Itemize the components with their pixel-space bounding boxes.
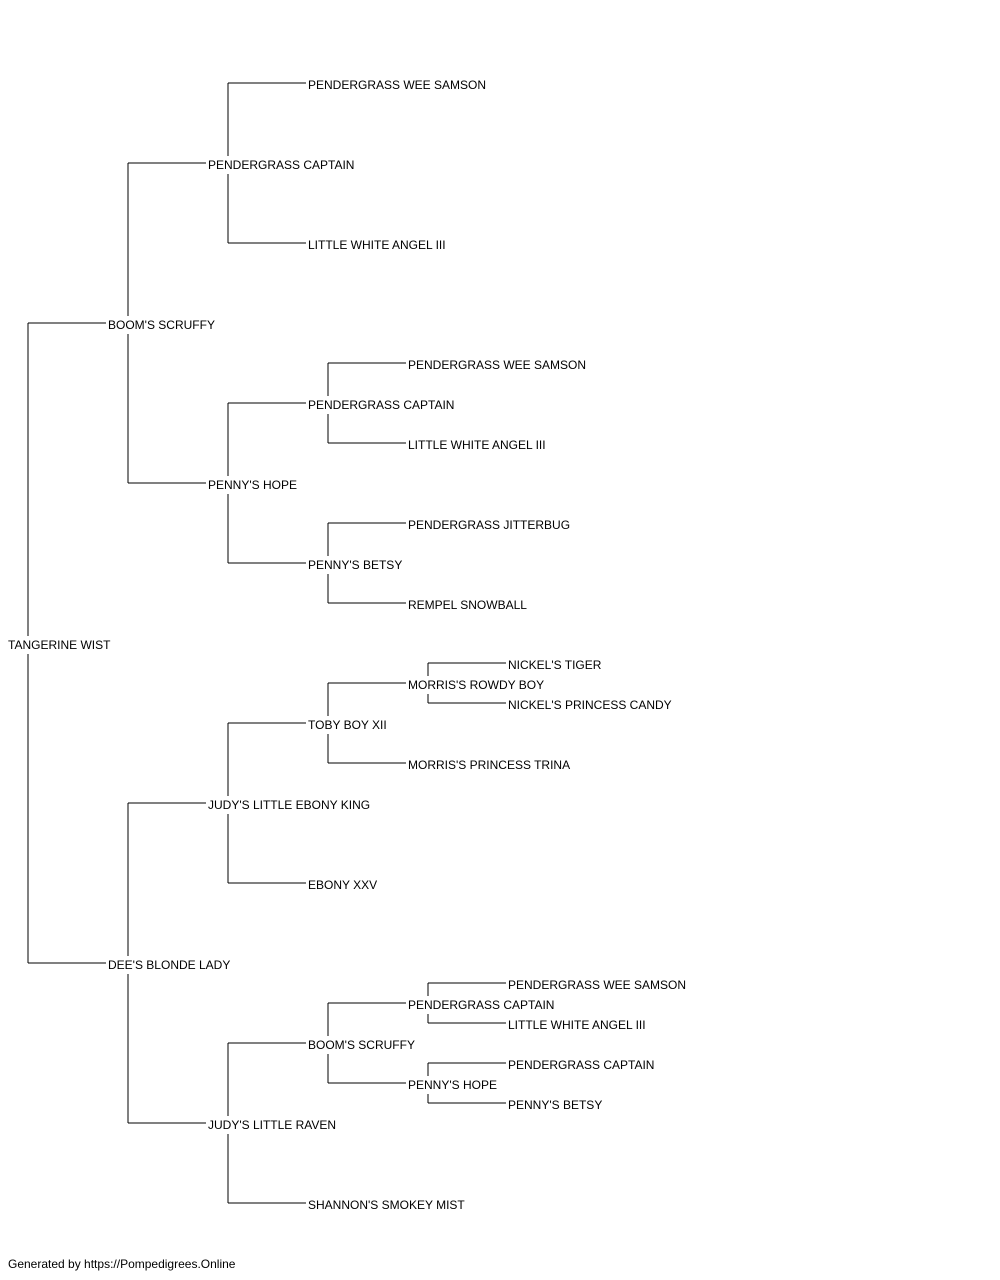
pedigree-node-d.s.s.s[interactable]: MORRIS'S ROWDY BOY: [408, 678, 544, 692]
pedigree-node-d[interactable]: DEE'S BLONDE LADY: [108, 958, 230, 972]
pedigree-node-s[interactable]: BOOM'S SCRUFFY: [108, 318, 215, 332]
pedigree-node-d.d.s[interactable]: BOOM'S SCRUFFY: [308, 1038, 415, 1052]
pedigree-node-d.s.s.s.s[interactable]: NICKEL'S TIGER: [508, 658, 602, 672]
pedigree-node-d.d.s.d[interactable]: PENNY'S HOPE: [408, 1078, 497, 1092]
pedigree-node-d.s.s.d[interactable]: MORRIS'S PRINCESS TRINA: [408, 758, 570, 772]
pedigree-node-d.d.s.s.d[interactable]: LITTLE WHITE ANGEL III: [508, 1018, 646, 1032]
pedigree-node-s.d.s.d[interactable]: LITTLE WHITE ANGEL III: [408, 438, 546, 452]
pedigree-node-s.d.d.s[interactable]: PENDERGRASS JITTERBUG: [408, 518, 570, 532]
pedigree-node-s.d.d[interactable]: PENNY'S BETSY: [308, 558, 402, 572]
pedigree-node-s.s.d[interactable]: LITTLE WHITE ANGEL III: [308, 238, 446, 252]
pedigree-node-subject[interactable]: TANGERINE WIST: [8, 638, 111, 652]
pedigree-node-s.s.s[interactable]: PENDERGRASS WEE SAMSON: [308, 78, 486, 92]
pedigree-node-s.s[interactable]: PENDERGRASS CAPTAIN: [208, 158, 354, 172]
pedigree-node-d.d.s.s.s[interactable]: PENDERGRASS WEE SAMSON: [508, 978, 686, 992]
pedigree-node-d.d.s.d.s[interactable]: PENDERGRASS CAPTAIN: [508, 1058, 654, 1072]
pedigree-node-s.d.d.d[interactable]: REMPEL SNOWBALL: [408, 598, 527, 612]
pedigree-node-d.s.s.s.d[interactable]: NICKEL'S PRINCESS CANDY: [508, 698, 672, 712]
footer-credit: Generated by https://Pompedigrees.Online: [8, 1257, 236, 1271]
pedigree-node-d.d.s.s[interactable]: PENDERGRASS CAPTAIN: [408, 998, 554, 1012]
pedigree-node-s.d.s.s[interactable]: PENDERGRASS WEE SAMSON: [408, 358, 586, 372]
pedigree-node-s.d[interactable]: PENNY'S HOPE: [208, 478, 297, 492]
pedigree-node-d.s.d[interactable]: EBONY XXV: [308, 878, 377, 892]
pedigree-node-d.d[interactable]: JUDY'S LITTLE RAVEN: [208, 1118, 336, 1132]
pedigree-node-d.s.s[interactable]: TOBY BOY XII: [308, 718, 387, 732]
pedigree-node-d.d.s.d.d[interactable]: PENNY'S BETSY: [508, 1098, 602, 1112]
pedigree-node-s.d.s[interactable]: PENDERGRASS CAPTAIN: [308, 398, 454, 412]
pedigree-node-d.s[interactable]: JUDY'S LITTLE EBONY KING: [208, 798, 370, 812]
pedigree-node-d.d.d[interactable]: SHANNON'S SMOKEY MIST: [308, 1198, 465, 1212]
